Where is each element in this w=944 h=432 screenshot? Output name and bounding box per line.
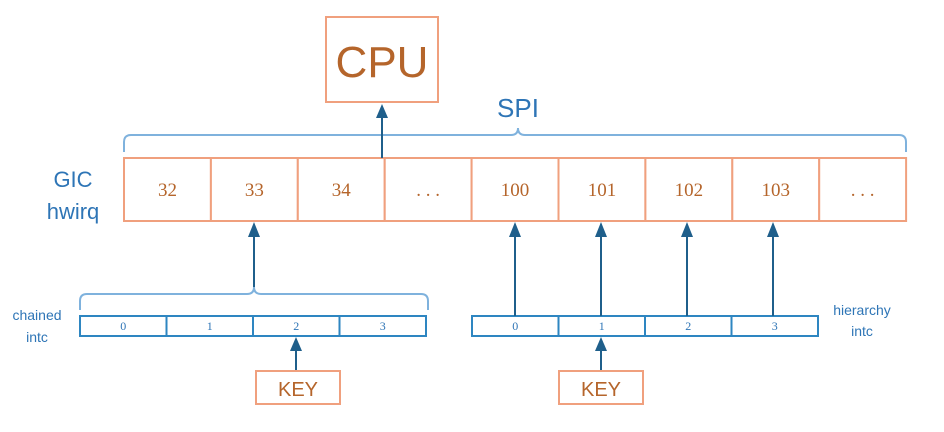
chained-intc-cell-label: 3 [380, 319, 386, 333]
hwirq-cell-label: 103 [762, 180, 791, 201]
hwirq-cell-label: . . . [851, 180, 875, 201]
gic-label: GIC [53, 167, 92, 192]
hierarchy-intc-cell-label: 1 [599, 319, 605, 333]
arrow-hier-3-to-103-head [767, 222, 779, 237]
arrow-key-right-head [595, 337, 607, 351]
hierarchy-intc-label: intc [851, 323, 873, 339]
hwirq-cell [470, 157, 560, 222]
key-right-label: KEY [581, 379, 621, 401]
arrow-hier-1-to-101-head [595, 222, 607, 237]
hwirq-cell [557, 157, 647, 222]
hwirq-cell-label: . . . [416, 180, 440, 201]
hierarchy-intc-row: 0 1 2 3 [471, 315, 819, 337]
arrow-chained-to-33-head [248, 222, 260, 237]
hwirq-label: hwirq [47, 199, 100, 224]
arrow-to-cpu-head [376, 104, 388, 118]
hwirq-cell [818, 157, 908, 222]
hierarchy-label: hierarchy [833, 302, 891, 318]
arrow-hier-0-to-100-head [509, 222, 521, 237]
spi-label: SPI [497, 93, 539, 123]
chained-intc-cell-label: 2 [293, 319, 299, 333]
hwirq-cell-label: 101 [588, 180, 617, 201]
hwirq-cell [383, 157, 473, 222]
chained-intc-cell-label: 0 [120, 319, 126, 333]
key-right-box [558, 370, 644, 405]
arrow-key-left-head [290, 337, 302, 351]
key-left-label: KEY [278, 379, 318, 401]
hwirq-cell-label: 100 [501, 180, 530, 201]
chained-label: chained [12, 307, 61, 323]
hwirq-cell-label: 32 [158, 180, 177, 201]
hierarchy-intc-cell-label: 0 [512, 319, 518, 333]
hwirq-cell [209, 157, 299, 222]
cpu-box [325, 16, 439, 103]
key-left-box [255, 370, 341, 405]
spi-brace [123, 127, 907, 152]
hierarchy-intc-cell-label: 2 [685, 319, 691, 333]
hierarchy-intc-cell-label: 3 [772, 319, 778, 333]
chained-intc-cell [338, 315, 427, 337]
hwirq-cell-label: 102 [675, 180, 704, 201]
arrow-hier-2-to-102-head [681, 222, 693, 237]
chained-intc-label: intc [26, 329, 48, 345]
hwirq-row: 32 33 34 . . . 100 101 102 103 . . . [123, 157, 908, 222]
chained-brace [79, 286, 429, 310]
chained-intc-cell-label: 1 [207, 319, 213, 333]
hwirq-cell [123, 157, 212, 222]
hwirq-cell [731, 157, 821, 222]
hwirq-cell-label: 33 [245, 180, 264, 201]
hwirq-cell-label: 34 [332, 180, 352, 201]
cpu-label: CPU [336, 38, 429, 87]
chained-intc-row: 0 1 2 3 [79, 315, 427, 337]
hierarchy-intc-cell [730, 315, 819, 337]
hwirq-cell [644, 157, 734, 222]
